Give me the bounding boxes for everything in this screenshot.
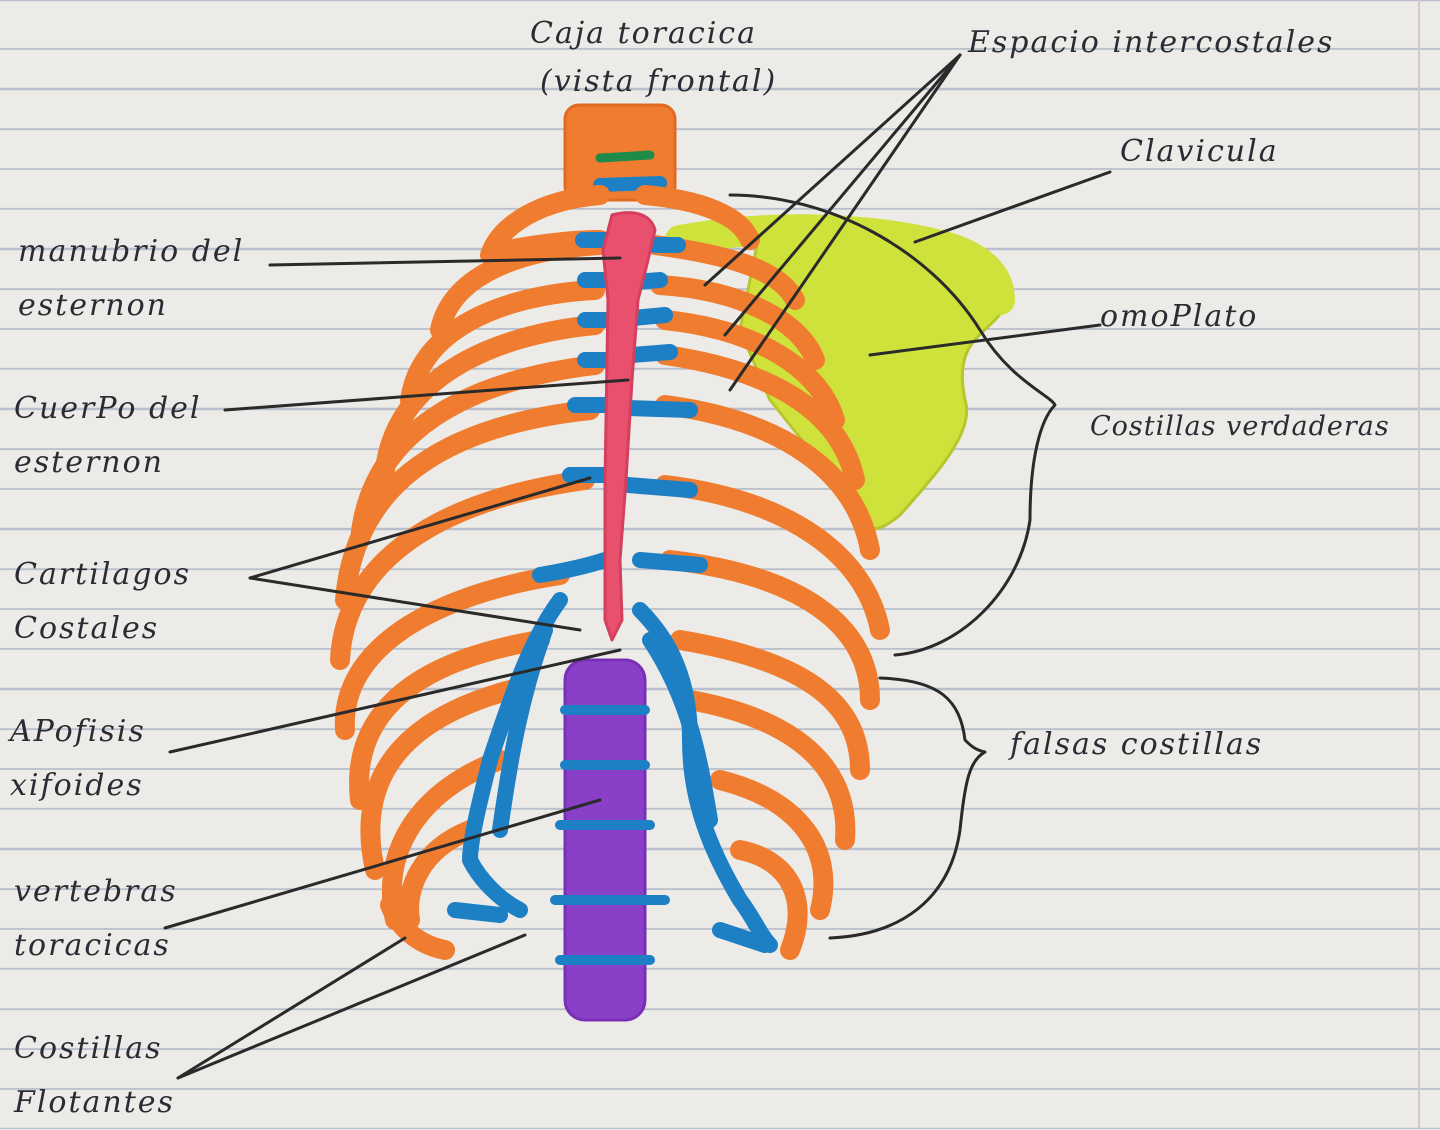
label-clavicula: Clavicula [1120,125,1279,179]
title-line-2: (vista frontal) [540,58,777,106]
label-espacio-intercostales: Espacio intercostales [968,16,1334,70]
label-falsas-costillas: falsas costillas [1010,718,1263,772]
label-manubrio: manubrio del esternon [18,225,244,333]
label-costillas-verdaderas: Costillas verdaderas [1090,400,1390,454]
label-cartilagos-costales: Cartilagos Costales [14,548,191,656]
label-cuerpo-esternon: CuerPo del esternon [14,382,202,490]
label-costillas-flotantes: Costillas Flotantes [14,1022,175,1130]
label-vertebras-toracicas: vertebras toracicas [14,865,178,973]
title-line-1: Caja toracica [530,10,777,58]
label-omoplato: omoPlato [1100,290,1258,344]
title: Caja toracica (vista frontal) [530,10,777,106]
label-apofisis-xifoides: APofisis xifoides [10,705,146,813]
